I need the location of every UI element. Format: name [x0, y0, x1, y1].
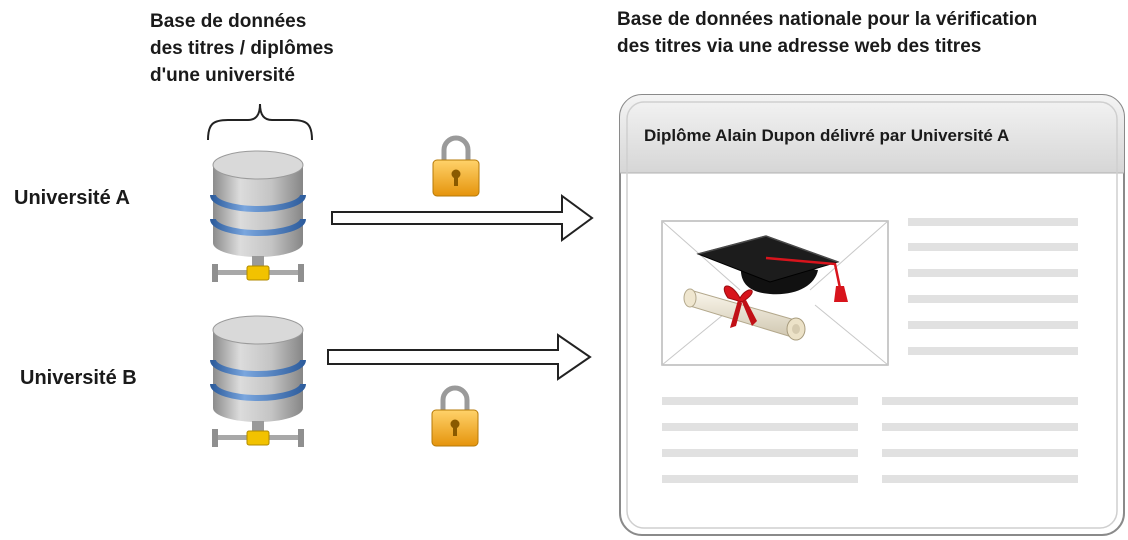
db-title-line1: Base de données — [150, 11, 307, 32]
window-header-title: Diplôme Alain Dupon délivré par Universi… — [644, 126, 1010, 145]
database-icon — [210, 150, 306, 282]
university-a-label: Université A — [14, 187, 130, 209]
database-icon — [210, 315, 306, 447]
placeholder-lines — [908, 218, 1078, 355]
brace-icon — [207, 103, 313, 141]
lock-icon — [432, 135, 480, 197]
placeholder-lines — [662, 397, 1078, 483]
db-title-line3: d'une université — [150, 65, 295, 86]
graduation-cap-diploma-icon — [683, 235, 848, 341]
national-title-line1: Base de données nationale pour la vérifi… — [617, 9, 1038, 30]
arrow-right-icon — [327, 333, 592, 381]
db-title-line2: des titres / diplômes — [150, 38, 334, 59]
university-b-label: Université B — [20, 367, 137, 389]
lock-icon — [431, 385, 479, 447]
national-title-line2: des titres via une adresse web des titre… — [617, 36, 982, 57]
arrow-right-icon — [331, 194, 594, 242]
